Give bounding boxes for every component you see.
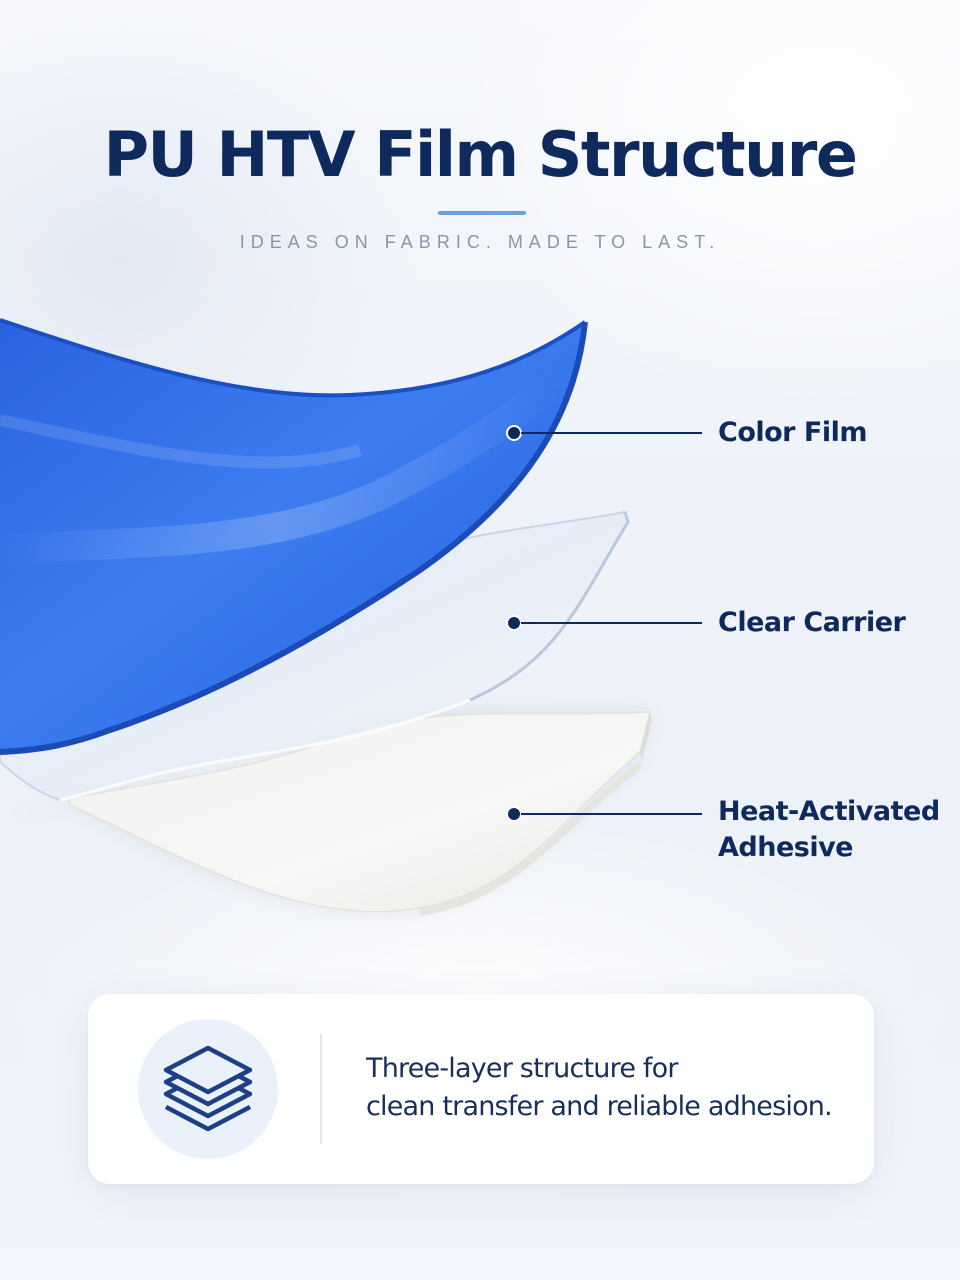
callout-label-color-film: Color Film [718,417,867,448]
callout-dot [506,615,522,631]
callout-label-adhesive-line2: Adhesive [718,832,853,863]
callout-label-adhesive: Heat-Activated Adhesive [718,794,940,866]
color-film-layer [0,318,588,755]
callout-adhesive [506,806,702,822]
page-subtitle: IDEAS ON FABRIC. MADE TO LAST. [239,232,721,252]
callout-label-clear-carrier: Clear Carrier [718,607,906,638]
card-divider [320,1034,322,1144]
summary-card: Three-layer structure for clean transfer… [88,994,874,1184]
card-description-line1: Three-layer structure for [366,1053,678,1084]
callout-label-adhesive-line1: Heat-Activated [718,796,940,827]
page-title: PU HTV Film Structure [103,118,858,191]
adhesive-layer [0,710,652,916]
film-layers-illustration [0,318,702,916]
callout-dot [506,425,522,441]
layers-icon [163,1045,253,1132]
callout-color-film [506,425,702,441]
callout-clear-carrier [506,615,702,631]
layers-icon-badge [138,1019,278,1159]
card-description-line2: clean transfer and reliable adhesion. [366,1091,833,1122]
card-description: Three-layer structure for clean transfer… [366,1050,846,1126]
title-underline [438,211,526,215]
callout-dot [506,806,522,822]
